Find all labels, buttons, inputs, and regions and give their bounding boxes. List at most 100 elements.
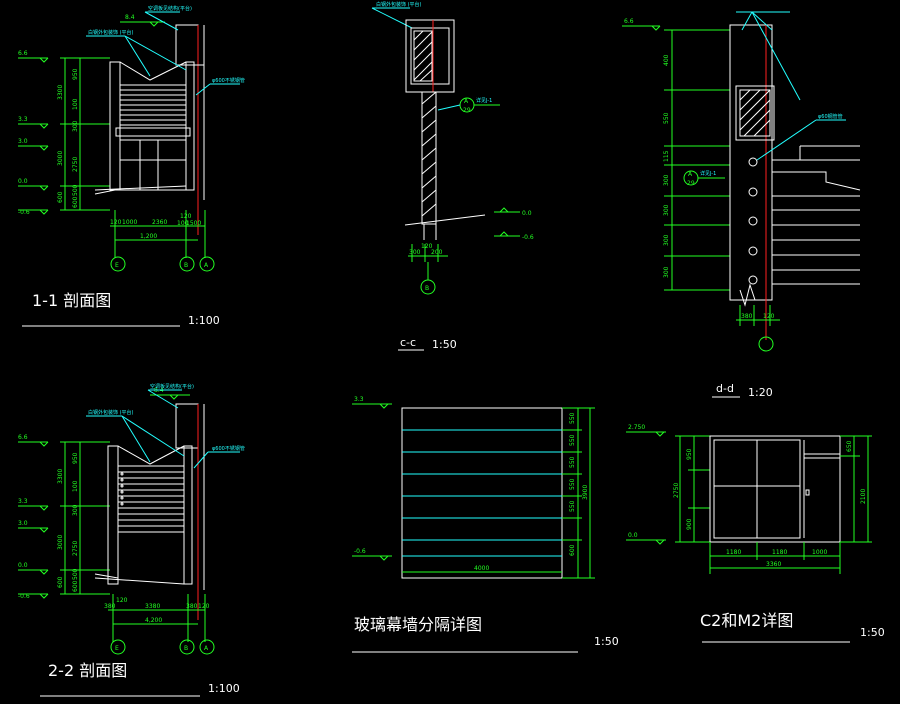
s11-elev-0-0: 0.0 xyxy=(18,178,28,185)
s22-bdim-120a: 120 xyxy=(116,597,128,604)
s22-axis-a: A xyxy=(204,645,209,652)
s11-bdim-120a: 120 xyxy=(110,219,122,226)
c2m2-ldim-2750: 2750 xyxy=(673,483,680,498)
s22-elev-0-0: 0.0 xyxy=(18,562,28,569)
s22-louver-lines xyxy=(118,471,184,527)
section-1-1: 6.6 8.4 3.3 3.0 0.0 -0.6 3300 3000 600 9… xyxy=(18,5,245,327)
section-d-d: 6.6 400 550 115 300 300 300 300 xyxy=(622,11,861,399)
s11-bdim-120b: 120 xyxy=(180,213,192,220)
dd-elev-6-6: 6.6 xyxy=(624,18,634,25)
dd-title: d-d xyxy=(716,382,734,395)
s11-dim-3000: 3000 xyxy=(57,151,64,166)
cc-bdim-300: 300 xyxy=(409,249,421,256)
dd-hatch xyxy=(739,89,771,137)
dd-dim-115: 115 xyxy=(663,150,670,162)
s22-cap-note2: 白钢外包装饰 (平台) xyxy=(88,409,134,416)
cc-bdim-200: 200 xyxy=(431,249,443,256)
section-2-2: 6.6 8.4 3.3 3.0 0.0 -0.6 3300 3000 600 9… xyxy=(18,383,245,697)
s22-sub-950: 950 xyxy=(72,452,79,464)
glass-elev-neg-0-6: -0.6 xyxy=(354,548,366,555)
s22-dim-3300: 3300 xyxy=(57,469,64,484)
s22-total: 4,200 xyxy=(145,617,162,624)
s22-rail-note: φ600不锈钢管 xyxy=(212,445,245,452)
dd-bdim-120: 120 xyxy=(763,313,775,320)
s11-rail-note: φ600不锈钢管 xyxy=(212,77,245,84)
s11-elev-neg-0-6: -0.6 xyxy=(18,209,30,216)
s11-bdim-1500: 1500 xyxy=(186,220,201,227)
s11-bdim-1000: 1000 xyxy=(122,219,137,226)
dd-fins xyxy=(772,145,861,285)
s22-scale: 1:100 xyxy=(208,682,240,695)
glass-dim-550b: 550 xyxy=(569,434,576,446)
dd-dims: 400 550 115 300 300 300 300 xyxy=(663,29,730,291)
cc-axis-b: B xyxy=(425,285,429,292)
c2m2-title: C2和M2详图 xyxy=(700,611,793,630)
cc-title: c-c xyxy=(400,336,416,349)
s11-louver-lines xyxy=(120,89,186,121)
dd-bdim-380: 380 xyxy=(741,313,753,320)
cc-top-note: 白钢外包装饰 (平台) xyxy=(376,1,422,8)
s11-elev-8-4: 8.4 xyxy=(125,14,135,21)
s11-axis-b: B xyxy=(184,262,188,269)
s11-axis-a: A xyxy=(204,262,209,269)
dd-detail-tag: 详见J-1 xyxy=(700,170,716,177)
s11-sub-100: 100 xyxy=(72,98,79,110)
s11-sub-300: 300 xyxy=(72,120,79,132)
c2m2-total: 3360 xyxy=(766,561,781,568)
s22-elev-3-0: 3.0 xyxy=(18,520,28,527)
cc-hatch-top xyxy=(413,30,433,82)
s11-total: 1,200 xyxy=(140,233,157,240)
cc-elev-0-0: 0.0 xyxy=(522,210,532,217)
dd-dim-550: 550 xyxy=(663,112,670,124)
dd-dim-300c: 300 xyxy=(663,234,670,246)
c2m2-bdim-1180b: 1180 xyxy=(772,549,787,556)
s22-axis-bubbles: E B A xyxy=(110,639,215,655)
c2m2-left-dims: 950 2750 900 xyxy=(673,435,710,543)
glass-dim-550e: 550 xyxy=(569,500,576,512)
s11-dim-3300: 3300 xyxy=(57,85,64,100)
s11-left-dims: 3300 3000 600 950 100 300 2750 500 600 xyxy=(57,57,110,211)
glass-scale: 1:50 xyxy=(594,635,619,648)
s22-bdim-380a: 380 xyxy=(104,603,116,610)
s11-bdim-2360: 2360 xyxy=(152,219,167,226)
s22-structure xyxy=(94,403,205,620)
s22-axis-b: B xyxy=(184,645,188,652)
s22-annotations: 空调板见结构(平台) 白钢外包装饰 (平台) φ600不锈钢管 xyxy=(86,383,245,469)
dd-dim-400: 400 xyxy=(663,54,670,66)
s22-sub-100: 100 xyxy=(72,480,79,492)
s11-cap-note2: 白钢外包装饰 (平台) xyxy=(88,29,134,36)
c2m2-bottom-dims: 1180 1180 1000 3360 xyxy=(709,542,841,574)
c2m2-scale: 1:50 xyxy=(860,626,885,639)
dd-scale: 1:20 xyxy=(748,386,773,399)
s22-sub-2750: 2750 xyxy=(72,541,79,556)
s22-bdim-3380: 3380 xyxy=(145,603,160,610)
glass-dim-550a: 550 xyxy=(569,412,576,424)
s11-elev-6-6: 6.6 xyxy=(18,50,28,57)
s22-bdim-120b: 120 xyxy=(198,603,210,610)
s22-sub-600: 600 xyxy=(72,580,79,592)
s11-scale: 1:100 xyxy=(188,314,220,327)
c2m2-right-dims: 650 2100 xyxy=(840,435,872,543)
glass-width: 4000 xyxy=(474,565,489,572)
cc-hatch-stem xyxy=(421,91,437,217)
dd-bolt-holes xyxy=(748,157,758,285)
s11-title: 1-1 剖面图 xyxy=(32,291,111,310)
s22-cap-note: 空调板见结构(平台) xyxy=(150,383,194,390)
dd-note: φ60钢管管 xyxy=(818,113,843,120)
s22-axis-e: E xyxy=(115,645,119,652)
s11-dim-600: 600 xyxy=(57,191,64,203)
glass-dims: 550 550 550 550 550 600 3900 4000 xyxy=(402,407,595,579)
s22-dim-3000: 3000 xyxy=(57,535,64,550)
dd-dim-300a: 300 xyxy=(663,174,670,186)
s11-sub-950: 950 xyxy=(72,68,79,80)
s22-left-dims: 3300 3000 600 950 100 300 2750 500 600 xyxy=(57,441,110,595)
dd-dim-300d: 300 xyxy=(663,266,670,278)
glass-dim-550d: 550 xyxy=(569,478,576,490)
s22-sub-300: 300 xyxy=(72,504,79,516)
c2m2-bdim-1180a: 1180 xyxy=(726,549,741,556)
s22-elev-neg-0-6: -0.6 xyxy=(18,593,30,600)
glass-title: 玻璃幕墙分隔详图 xyxy=(354,615,482,634)
glass-curtain-wall-detail: 3.3 -0.6 550 550 550 550 550 600 xyxy=(352,396,619,653)
